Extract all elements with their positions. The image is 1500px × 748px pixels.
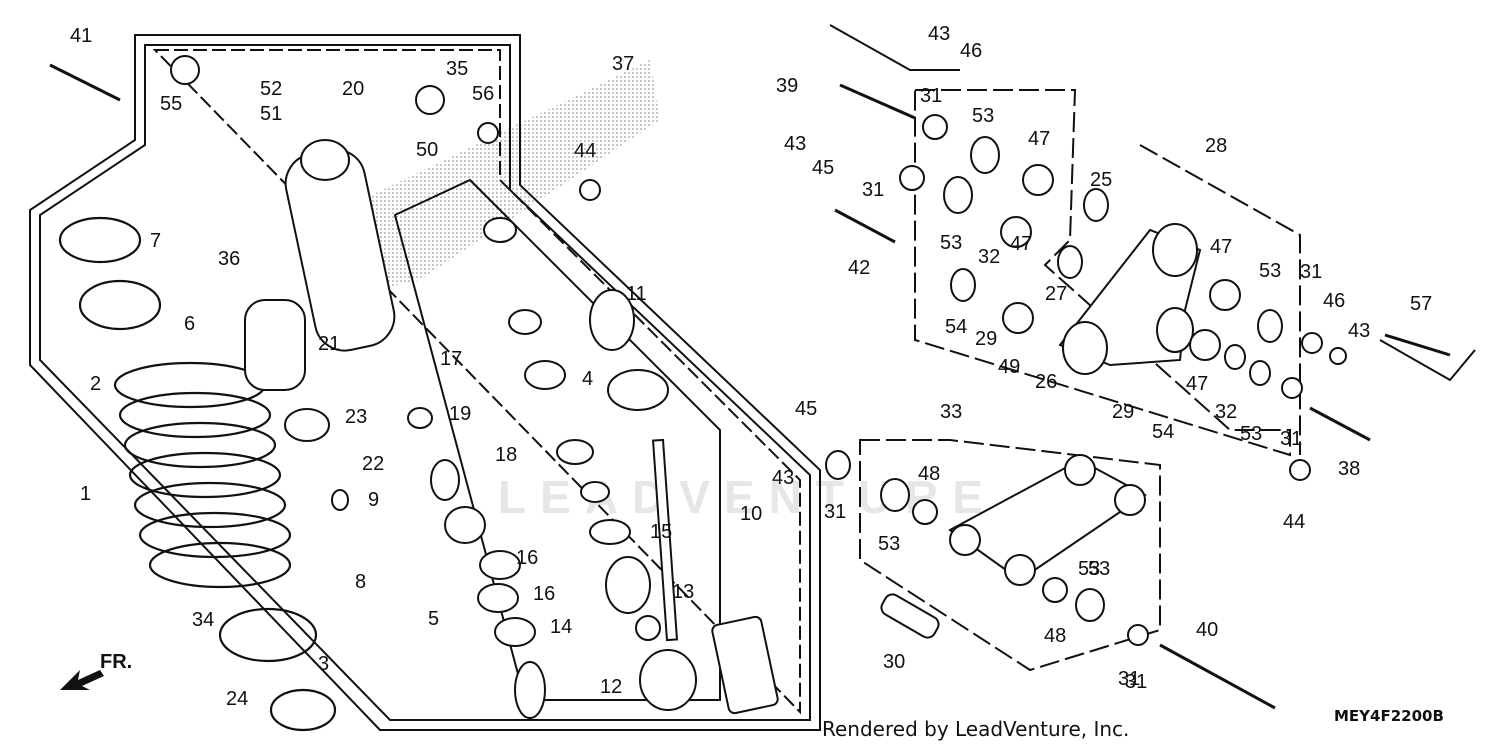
- callout: 38: [1338, 458, 1360, 480]
- callout: 6: [184, 313, 195, 335]
- callout: 26: [1035, 371, 1057, 393]
- diagram-code: MEY4F2200B: [1334, 707, 1444, 725]
- callout: 17: [440, 348, 462, 370]
- callout: 42: [848, 257, 870, 279]
- callout: 44: [1283, 511, 1305, 533]
- credit-text: Rendered by LeadVenture, Inc.: [822, 717, 1130, 741]
- callout: 8: [355, 571, 366, 593]
- callout: 12: [600, 676, 622, 698]
- callout: 45: [812, 157, 834, 179]
- callout: 40: [1196, 619, 1218, 641]
- callout: 16: [516, 547, 538, 569]
- callout: 21: [318, 333, 340, 355]
- callout: 9: [368, 489, 379, 511]
- callout-labels: 1 2 3 4 5 6 7 8 9 10 11 12 13 14 15 16 1…: [70, 23, 1432, 710]
- callout: 3: [318, 653, 329, 675]
- callout: 45: [795, 398, 817, 420]
- callout: 1: [80, 483, 91, 505]
- callout: 32: [978, 246, 1000, 268]
- callout: 20: [342, 78, 364, 100]
- callout: 53: [972, 105, 994, 127]
- callout: 19: [449, 403, 471, 425]
- callout: 44: [574, 140, 596, 162]
- callout: 31: [1300, 261, 1322, 283]
- callout: 16: [533, 583, 555, 605]
- callout: 53: [1078, 558, 1100, 580]
- callout: 5: [428, 608, 439, 630]
- callout: 37: [612, 53, 634, 75]
- callout: 53: [1240, 423, 1262, 445]
- callout: 13: [672, 581, 694, 603]
- callout: 29: [1112, 401, 1134, 423]
- callout: 43: [784, 133, 806, 155]
- callout: 47: [1028, 128, 1050, 150]
- callout: 53: [878, 533, 900, 555]
- callout: 47: [1186, 373, 1208, 395]
- callout: 51: [260, 103, 282, 125]
- callout: 31: [824, 501, 846, 523]
- callout: 52: [260, 78, 282, 100]
- callout: 25: [1090, 169, 1112, 191]
- callout: 46: [960, 40, 982, 62]
- callout: 43: [772, 467, 794, 489]
- callout: 48: [918, 463, 940, 485]
- callout: 31: [862, 179, 884, 201]
- callout: 39: [776, 75, 798, 97]
- callout: 43: [1348, 320, 1370, 342]
- callout: 4: [582, 368, 593, 390]
- callout: 28: [1205, 135, 1227, 157]
- callout: 53: [940, 232, 962, 254]
- callout: 55: [160, 93, 182, 115]
- callout: 10: [740, 503, 762, 525]
- callout: 35: [446, 58, 468, 80]
- callout: 36: [218, 248, 240, 270]
- callout: 47: [1010, 233, 1032, 255]
- group-outlines: [29, 24, 1476, 731]
- callout: 43: [928, 23, 950, 45]
- callout: 47: [1210, 236, 1232, 258]
- callout: 54: [945, 316, 967, 338]
- callout: 54: [1152, 421, 1174, 443]
- callout: 27: [1045, 283, 1067, 305]
- callout: 31: [1118, 668, 1140, 690]
- callout: 41: [70, 25, 92, 47]
- bolts: [49, 63, 1451, 710]
- callout: 14: [550, 616, 572, 638]
- callout: 48: [1044, 625, 1066, 647]
- callout: 33: [940, 401, 962, 423]
- callout: 2: [90, 373, 101, 395]
- callout: 15: [650, 521, 672, 543]
- callout: 31: [920, 85, 942, 107]
- callout: 31: [1125, 671, 1147, 693]
- callout: 34: [192, 609, 214, 631]
- linkage-parts: [825, 114, 1347, 646]
- callout: 57: [1410, 293, 1432, 315]
- shaded-area: [300, 60, 660, 300]
- callout: 22: [362, 453, 384, 475]
- callout: 32: [1215, 401, 1237, 423]
- callout: 50: [416, 139, 438, 161]
- callout: 46: [1323, 290, 1345, 312]
- callout: 7: [150, 230, 161, 252]
- callout: 24: [226, 688, 248, 710]
- callout: 56: [472, 83, 494, 105]
- callout: 29: [975, 328, 997, 350]
- callout: 49: [998, 356, 1020, 378]
- callout: 11: [626, 283, 647, 305]
- shock-damper: [170, 55, 779, 719]
- callout: 31: [1280, 428, 1302, 450]
- callout: 30: [883, 651, 905, 673]
- callout: 18: [495, 444, 517, 466]
- callout: 53: [1259, 260, 1281, 282]
- callout: 53: [1088, 558, 1110, 580]
- callout: 23: [345, 406, 367, 428]
- direction-label: FR.: [100, 651, 132, 673]
- front-arrow-icon: [60, 670, 104, 690]
